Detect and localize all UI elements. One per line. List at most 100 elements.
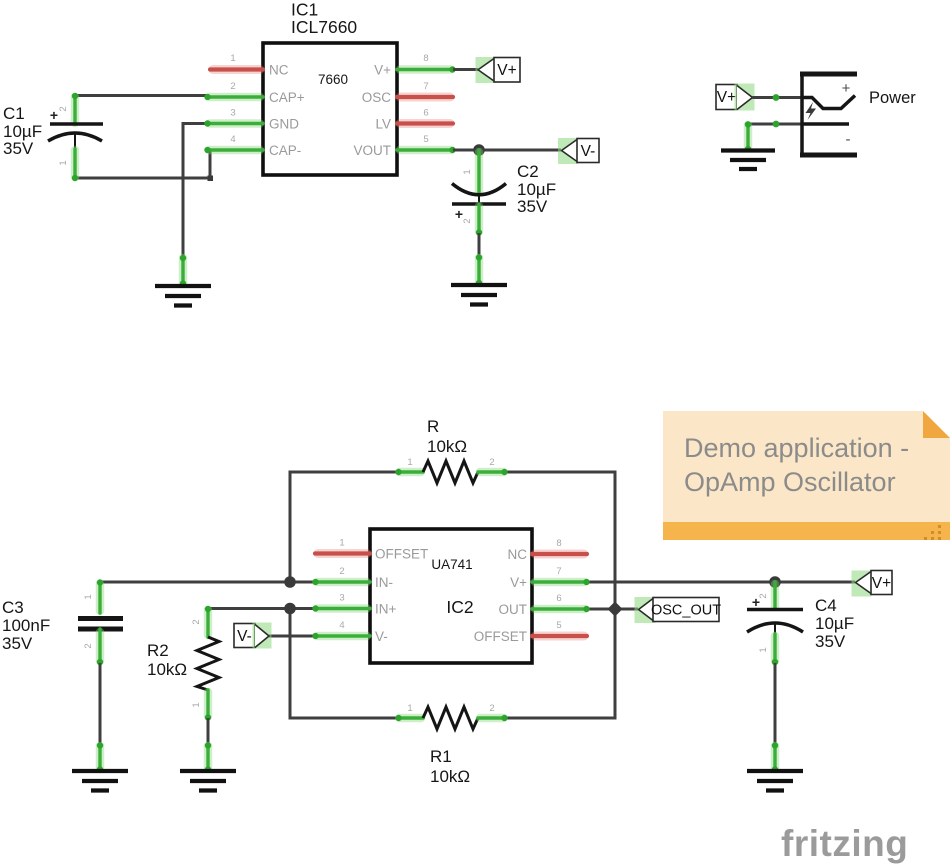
capacitor-c4[interactable]: + 2 1 C4 10µF 35V — [746, 579, 854, 666]
resistor-r[interactable]: R 10kΩ 1 2 — [395, 417, 508, 487]
wire-c2-to-ground[interactable] — [474, 233, 484, 288]
wire-in-plus-net[interactable] — [208, 602, 398, 720]
vplus-right-flag-text: V+ — [872, 575, 891, 592]
ground-symbol-3[interactable] — [721, 148, 775, 172]
junction-in-minus[interactable] — [284, 576, 296, 588]
ic2-pin-4-vminus[interactable]: 4 V- — [312, 620, 388, 644]
ic2-pin-7-vplus[interactable]: 7 V+ — [510, 566, 590, 590]
wire-r2-to-ground[interactable] — [203, 718, 213, 774]
svg-text:4: 4 — [339, 620, 344, 631]
svg-text:V-: V- — [375, 629, 388, 644]
svg-text:NC: NC — [269, 63, 289, 78]
svg-text:1: 1 — [230, 53, 235, 64]
net-label-vminus-top[interactable]: V- — [558, 137, 600, 164]
ic1-pin-8-vplus[interactable]: 8 V+ — [374, 53, 456, 78]
ground-symbol-5[interactable] — [180, 768, 236, 793]
r1-designator: R1 — [430, 747, 452, 766]
resistor-r1[interactable]: R1 10kΩ 1 2 — [395, 703, 508, 786]
resistor-r2[interactable]: R2 10kΩ 2 1 — [147, 605, 223, 721]
sticky-note[interactable]: Demo application - OpAmp Oscillator — [663, 411, 950, 540]
note-fold-corner — [923, 411, 950, 438]
c2-voltage: 35V — [517, 197, 548, 216]
ic1-pin-3-gnd[interactable]: 3 GND — [204, 108, 299, 132]
power-connector[interactable]: + - Power — [800, 71, 916, 158]
wire-c4-to-ground[interactable] — [770, 663, 780, 774]
c2-pin2-number: 2 — [462, 218, 473, 223]
capacitor-c2[interactable]: 1 + 2 C2 10µF 35V — [450, 147, 556, 236]
svg-text:7: 7 — [556, 566, 561, 577]
r2-pin1-number: 1 — [191, 702, 202, 707]
ic2-body[interactable] — [368, 527, 534, 665]
r2-value: 10kΩ — [147, 660, 187, 679]
c3-pin1-number: 1 — [83, 594, 94, 599]
capacitor-c3[interactable]: C3 100nF 35V 1 2 — [2, 579, 123, 666]
ic2-pin-8-nc[interactable]: 8 NC — [508, 538, 590, 562]
svg-text:NC: NC — [508, 547, 528, 562]
c2-designator: C2 — [517, 162, 539, 181]
svg-text:8: 8 — [556, 538, 561, 549]
svg-text:8: 8 — [423, 53, 428, 64]
net-label-vminus-bottom[interactable]: V- — [233, 622, 272, 649]
power-vplus-flag-text: V+ — [717, 89, 736, 106]
r1-value: 10kΩ — [430, 767, 470, 786]
junction-out[interactable] — [607, 601, 623, 617]
c4-designator: C4 — [815, 596, 837, 615]
svg-text:CAP-: CAP- — [269, 143, 301, 158]
ic1-body[interactable] — [261, 41, 399, 177]
wire-output-loop[interactable] — [505, 470, 638, 720]
capacitor-c1[interactable]: C1 10µF 35V + 2 1 — [3, 92, 103, 182]
svg-text:2: 2 — [230, 81, 235, 92]
net-label-vplus-ic1[interactable]: V+ — [453, 56, 521, 83]
ic1-pin-2-cap-plus[interactable]: 2 CAP+ — [204, 81, 305, 105]
wire-c3-to-ground[interactable] — [95, 663, 105, 774]
power-plus-lead — [802, 94, 857, 111]
vminus-flag-text: V- — [581, 143, 596, 160]
svg-text:OFFSET: OFFSET — [375, 547, 428, 562]
wire-vplus-net[interactable] — [587, 576, 855, 588]
ic2-pin-6-out[interactable]: 6 OUT — [499, 593, 590, 617]
svg-text:OFFSET: OFFSET — [474, 629, 527, 644]
ic-ic1[interactable]: IC1 ICL7660 7660 1 NC 2 CAP+ 3 GND 4 CAP… — [204, 0, 456, 177]
wire-vout[interactable] — [453, 144, 561, 156]
net-label-vplus-power[interactable]: V+ — [715, 83, 755, 111]
ic2-pin-1-offset[interactable]: 1 OFFSET — [312, 538, 428, 562]
ground-symbol-1[interactable] — [155, 283, 211, 308]
ic2-pin-2-in-minus[interactable]: 2 IN- — [312, 566, 393, 590]
c1-voltage: 35V — [3, 139, 34, 158]
svg-text:2: 2 — [339, 566, 344, 577]
power-minus-sign: - — [846, 131, 851, 148]
ic2-part-label: UA741 — [431, 557, 472, 572]
wire-gnd-pin-to-ground[interactable] — [178, 122, 207, 289]
ic1-pin-5-vout[interactable]: 5 VOUT — [353, 134, 456, 158]
bendpoint[interactable] — [207, 175, 214, 182]
wire-power-minus-to-ground[interactable] — [743, 120, 802, 153]
ic1-pin-6-lv[interactable]: 6 LV — [375, 108, 456, 132]
junction-in-plus[interactable] — [284, 602, 296, 615]
svg-text:VOUT: VOUT — [353, 143, 391, 158]
ground-symbol-6[interactable] — [747, 768, 803, 793]
wire-in-minus-net[interactable] — [100, 470, 398, 588]
ic1-pin-4-cap-minus[interactable]: 4 CAP- — [204, 134, 301, 158]
svg-text:6: 6 — [556, 593, 561, 604]
net-label-vplus-right[interactable]: V+ — [851, 569, 893, 597]
ic2-pin-3-in-plus[interactable]: 3 IN+ — [312, 593, 397, 617]
svg-text:LV: LV — [375, 117, 391, 132]
net-label-osc-out[interactable]: OSC_OUT — [634, 596, 722, 623]
svg-text:IN-: IN- — [375, 575, 393, 590]
ground-symbol-4[interactable] — [72, 768, 128, 793]
c4-curved-plate — [746, 621, 804, 634]
svg-text:5: 5 — [556, 620, 561, 631]
note-resize-grip[interactable] — [924, 525, 941, 540]
ic1-pin-7-osc[interactable]: 7 OSC — [362, 81, 456, 105]
wire-vplus-to-power[interactable] — [752, 94, 803, 101]
svg-text:V+: V+ — [374, 63, 391, 78]
ground-symbol-2[interactable] — [451, 282, 507, 307]
r-pin1-number: 1 — [407, 457, 412, 468]
ic1-pin-1-nc[interactable]: 1 NC — [207, 53, 289, 78]
wire-c1-bottom-to-cap-minus[interactable] — [75, 150, 213, 181]
ic2-pin-5-offset[interactable]: 5 OFFSET — [474, 620, 590, 644]
ic-ic2[interactable]: UA741 IC2 1 OFFSET 2 IN- 3 IN+ 4 V- 8 — [312, 527, 590, 665]
r-designator: R — [427, 417, 439, 436]
r1-pin1-number: 1 — [407, 703, 412, 714]
lightning-bolt-icon — [805, 102, 816, 120]
